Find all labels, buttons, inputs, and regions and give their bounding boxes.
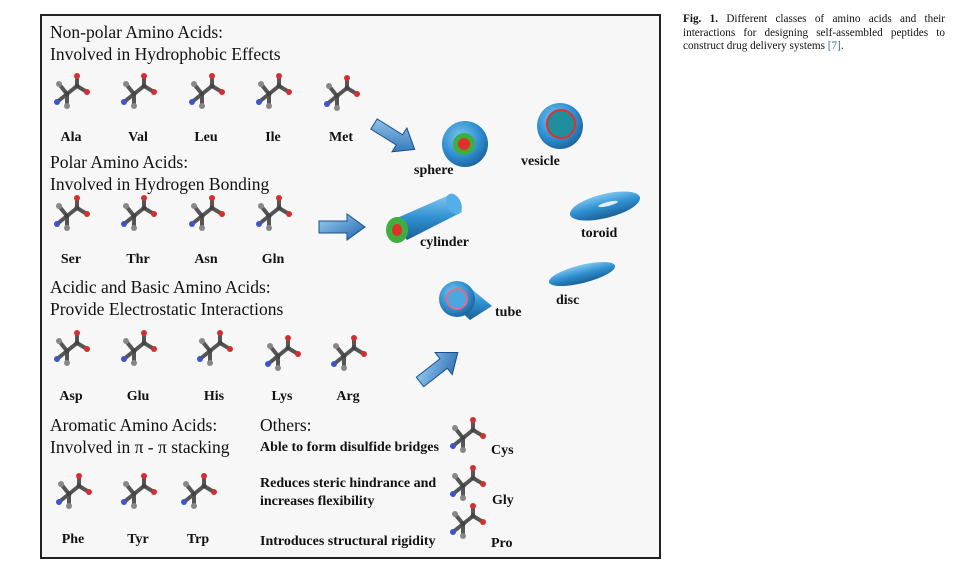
others-text-line: Introduces structural rigidity (260, 534, 436, 549)
amino-acid-label: Glu (126, 389, 150, 404)
assembly-label-sphere: sphere (414, 163, 454, 178)
molecule-structure (256, 73, 292, 109)
group-title-line: Aromatic Amino Acids: (50, 415, 218, 435)
others-item-flexibility: Reduces steric hindrance and increases f… (260, 475, 436, 511)
molecule-structure (54, 195, 90, 231)
arrow-to-sphere (370, 118, 416, 153)
group-heading-polar: Polar Amino Acids: Involved in Hydrogen … (50, 151, 269, 195)
group-title-line: Provide Electrostatic Interactions (50, 299, 284, 319)
group-title-line: Acidic and Basic Amino Acids: (50, 277, 271, 297)
amino-acid-label: Asp (59, 389, 83, 404)
molecule-structure (56, 473, 92, 509)
amino-acid-label: Lys (271, 389, 293, 404)
amino-acid-label: Phe (61, 532, 85, 547)
others-text-line: increases flexibility (260, 494, 375, 509)
molecule-structure (256, 195, 292, 231)
amino-acid-label: Pro (491, 536, 513, 551)
assembly-label-tube: tube (495, 305, 522, 320)
others-item-disulfide: Able to form disulfide bridges (260, 439, 439, 457)
vesicle-assembly (537, 103, 583, 149)
amino-acid-label: Trp (186, 532, 210, 547)
amino-acid-label: Arg (336, 389, 360, 404)
group-title-line: Involved in Hydrophobic Effects (50, 44, 281, 64)
disc-assembly (548, 262, 616, 286)
assembly-label-toroid: toroid (581, 226, 618, 241)
molecule-structure (189, 195, 225, 231)
assembly-label-disc: disc (556, 293, 580, 308)
amino-acid-label: Ala (60, 130, 82, 145)
amino-acid-label: Tyr (127, 532, 149, 547)
others-item-rigidity: Introduces structural rigidity (260, 533, 436, 551)
molecule-structure (450, 417, 486, 453)
group-title-line: Polar Amino Acids: (50, 152, 189, 172)
caption-figure-label: Fig. 1. (683, 13, 719, 25)
arrow-to-cylinder (318, 213, 366, 241)
molecule-structure (121, 195, 157, 231)
amino-acid-label: Gly (492, 493, 514, 508)
assembly-label-vesicle: vesicle (521, 154, 560, 169)
molecule-structure (121, 73, 157, 109)
assembly-label-cylinder: cylinder (420, 235, 469, 250)
molecule-structure (54, 73, 90, 109)
group-title-line: Involved in Hydrogen Bonding (50, 174, 270, 194)
figure-panel: Non-polar Amino Acids: Involved in Hydro… (40, 14, 661, 559)
cylinder-assembly (386, 193, 462, 243)
molecule-structures (54, 73, 486, 539)
amino-acid-label: Ser (60, 252, 82, 267)
others-heading: Others: (260, 415, 312, 435)
amino-acid-label: Ile (265, 130, 281, 145)
arrow-to-tube (415, 351, 459, 388)
tube-assembly (439, 281, 492, 320)
caption-reference-link[interactable]: [7] (827, 40, 841, 53)
molecule-structure (121, 330, 157, 366)
figure-caption: Fig. 1. Different classes of amino acids… (683, 13, 945, 54)
amino-acid-label: Leu (194, 130, 218, 145)
group-title-line: Non-polar Amino Acids: (50, 22, 224, 42)
molecule-structure (324, 75, 360, 111)
group-heading-acidic-basic: Acidic and Basic Amino Acids: Provide El… (50, 276, 283, 320)
molecule-structure (189, 73, 225, 109)
amino-acid-label: Met (328, 130, 354, 145)
molecule-structure (181, 473, 217, 509)
amino-acid-label: Thr (126, 252, 150, 267)
molecule-structure (265, 335, 301, 371)
figure-artwork (54, 73, 641, 539)
toroid-assembly (569, 191, 641, 221)
group-heading-nonpolar: Non-polar Amino Acids: Involved in Hydro… (50, 21, 281, 65)
amino-acid-label: His (203, 389, 225, 404)
molecule-structure (54, 330, 90, 366)
molecule-structure (331, 335, 367, 371)
amino-acid-label: Asn (194, 252, 218, 267)
others-text-line: Reduces steric hindrance and (260, 476, 437, 491)
molecule-structure (197, 330, 233, 366)
amino-acid-label: Cys (491, 443, 514, 458)
caption-end: . (840, 40, 844, 53)
molecule-structure (450, 465, 486, 501)
caption-text: Different classes of amino acids and the… (683, 13, 945, 53)
molecule-structure (450, 503, 486, 539)
amino-acid-label: Gln (261, 252, 285, 267)
others-text-line: Able to form disulfide bridges (260, 440, 439, 455)
sphere-assembly (442, 121, 488, 167)
group-heading-aromatic: Aromatic Amino Acids: Involved in π - π … (50, 414, 230, 458)
group-title-line: Involved in π - π stacking (50, 437, 230, 457)
amino-acid-label: Val (128, 130, 148, 145)
molecule-structure (121, 473, 157, 509)
